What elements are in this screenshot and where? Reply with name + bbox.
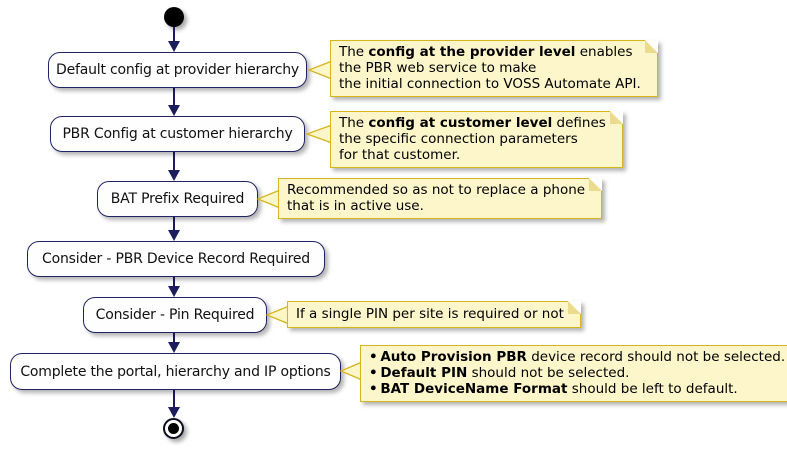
- activity-consider-pbr-device-record: Consider - PBR Device Record Required: [27, 241, 325, 277]
- activity-complete-portal-options: Complete the portal, hierarchy and IP op…: [10, 353, 341, 390]
- flow-arrow-line: [173, 27, 175, 42]
- flow-arrow-line: [173, 152, 175, 171]
- activity-bat-prefix-required: BAT Prefix Required: [97, 181, 258, 217]
- note-provider-config: The config at the provider level enables…: [330, 40, 658, 97]
- activity-default-config-provider: Default config at provider hierarchy: [48, 52, 307, 88]
- note-pointer-icon: [256, 189, 280, 209]
- flow-arrow-line: [173, 217, 175, 231]
- note-pointer-icon: [339, 361, 362, 381]
- flow-arrow-line: [173, 88, 175, 106]
- start-node: [164, 7, 184, 27]
- arrow-down-icon: [168, 41, 180, 52]
- end-node-dot: [168, 423, 179, 434]
- activity-consider-pin-required: Consider - Pin Required: [83, 297, 267, 333]
- arrow-down-icon: [168, 407, 180, 418]
- note-pointer-icon: [307, 60, 332, 80]
- arrow-down-icon: [168, 230, 180, 241]
- note-pin-required: If a single PIN per site is required or …: [287, 301, 581, 328]
- flow-arrow-line: [173, 333, 175, 343]
- flow-arrow-line: [173, 390, 175, 408]
- arrow-down-icon: [168, 170, 180, 181]
- note-bat-prefix: Recommended so as not to replace a phone…: [278, 178, 603, 219]
- activity-pbr-config-customer: PBR Config at customer hierarchy: [50, 116, 305, 152]
- note-pointer-icon: [265, 305, 289, 325]
- arrow-down-icon: [168, 105, 180, 116]
- arrow-down-icon: [168, 342, 180, 353]
- flow-arrow-line: [173, 277, 175, 287]
- note-pointer-icon: [305, 124, 332, 144]
- end-node: [163, 418, 184, 439]
- arrow-down-icon: [168, 286, 180, 297]
- note-portal-options: • Auto Provision PBR device record shoul…: [360, 345, 787, 402]
